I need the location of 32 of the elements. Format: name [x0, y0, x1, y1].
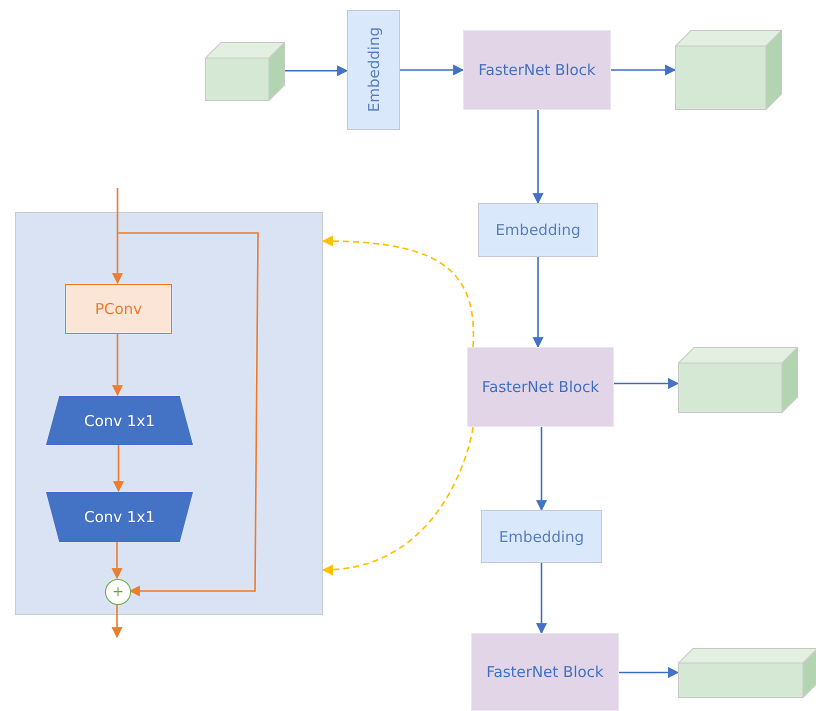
- embedding-box: Embedding: [347, 10, 400, 130]
- arrow: [536, 427, 547, 512]
- block-box: FasterNet Block: [467, 347, 614, 427]
- tensor-cube-drawing: [675, 30, 782, 110]
- arrow: [112, 188, 123, 284]
- arrow: [532, 110, 544, 204]
- arrow: [536, 563, 547, 634]
- arrow: [532, 257, 544, 348]
- arrow: [611, 64, 676, 76]
- arrow: [112, 541, 122, 580]
- tensor-cube-drawing: [678, 648, 816, 698]
- arrow: [112, 333, 123, 396]
- tensor-cube-drawing: [678, 347, 798, 413]
- embedding-box: Embedding: [481, 510, 602, 563]
- block-panel: [15, 212, 323, 615]
- conv-trapezoid: Conv 1x1: [46, 492, 193, 542]
- dashed-arrow: [322, 236, 474, 348]
- dashed-arrow: [322, 426, 474, 575]
- arrow: [614, 378, 680, 389]
- arrow: [400, 64, 464, 76]
- arrow: [113, 444, 124, 492]
- embedding-box: Embedding: [478, 203, 598, 257]
- block-box: FasterNet Block: [471, 633, 619, 711]
- block-box: FasterNet Block: [463, 30, 611, 110]
- arrow: [619, 667, 680, 678]
- conv-box: PConv: [65, 284, 172, 334]
- tensor-cube-drawing: [205, 42, 285, 101]
- arrow: [112, 604, 122, 638]
- arrow: [117, 232, 259, 596]
- add-circle: +: [105, 579, 131, 605]
- arrow: [285, 65, 348, 76]
- conv-trapezoid: Conv 1x1: [46, 396, 193, 445]
